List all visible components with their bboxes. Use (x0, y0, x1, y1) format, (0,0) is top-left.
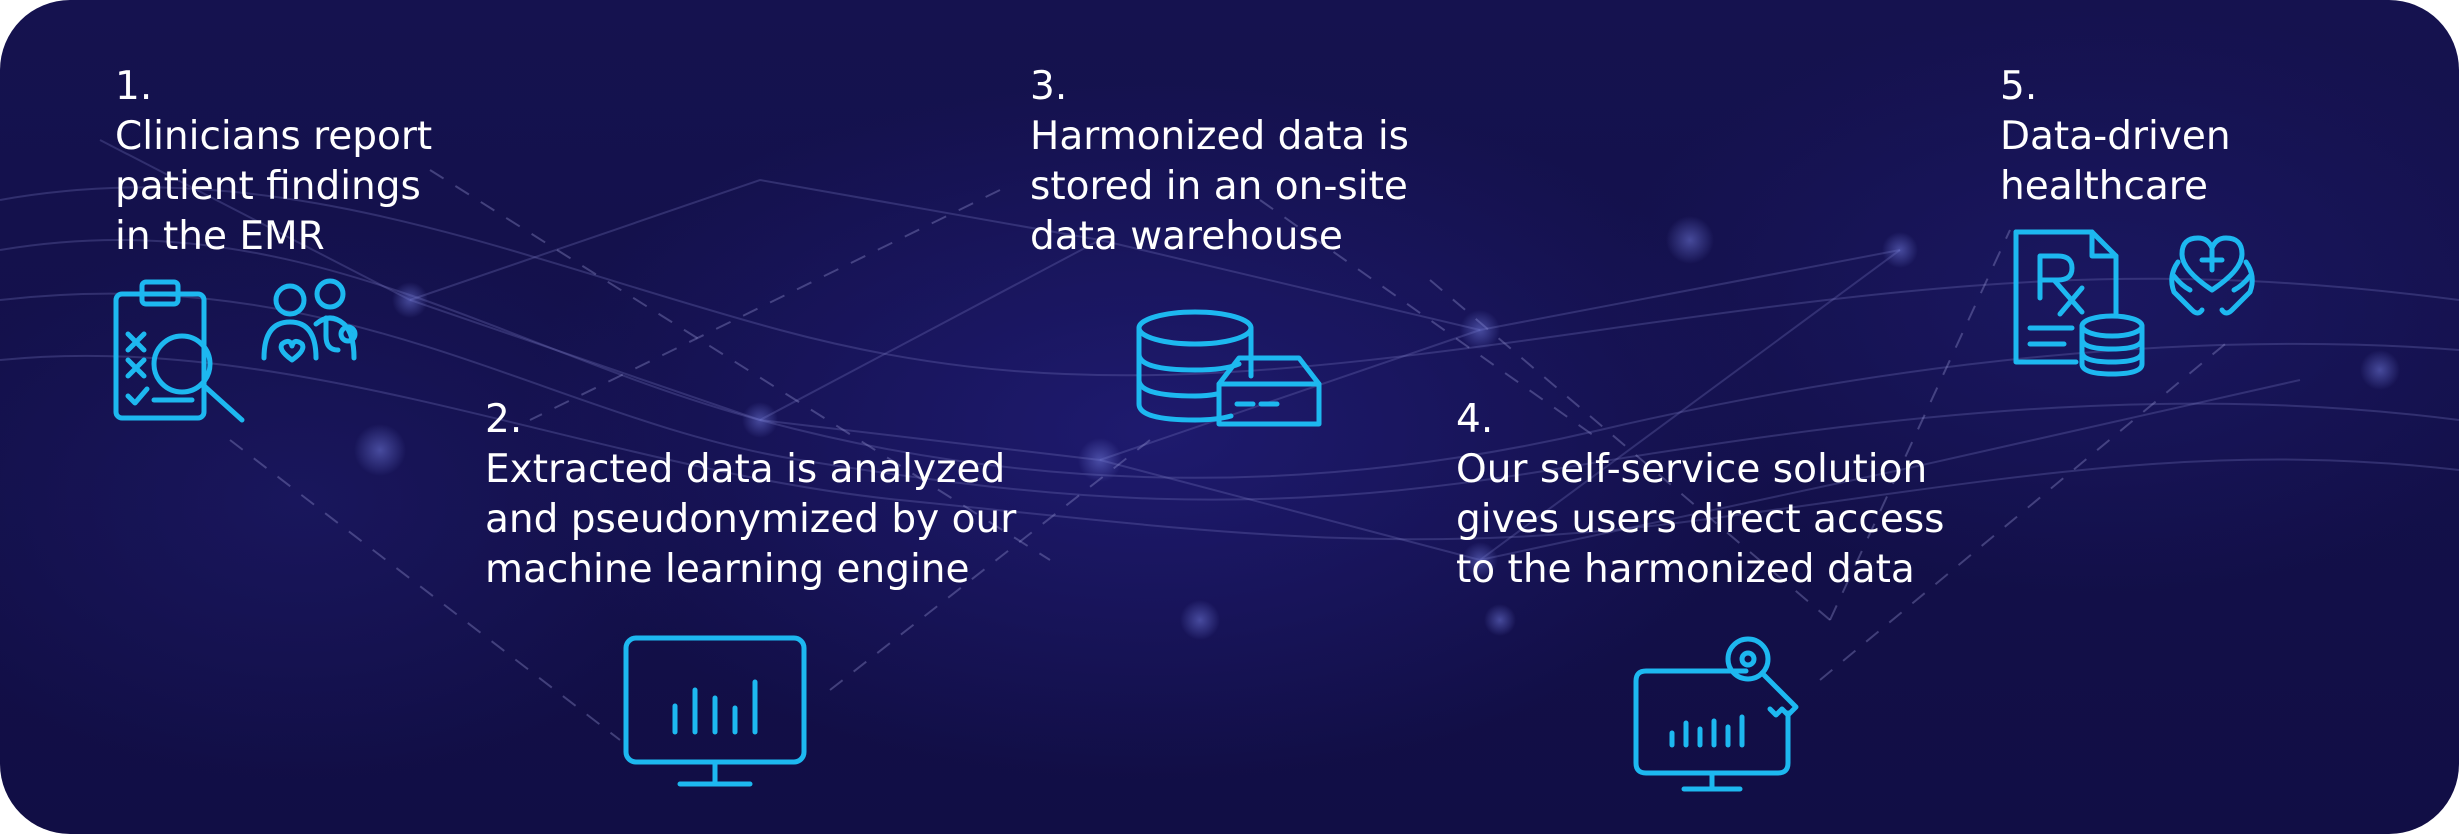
step-number: 5. (2000, 64, 2038, 109)
step-2: 2. Extracted data is analyzed and pseudo… (485, 395, 1016, 595)
step-4: 4. Our self-service solution gives users… (1456, 395, 1944, 595)
monitor-key-icon (1630, 635, 1810, 795)
monitor-chart-icon (620, 632, 810, 792)
step-number: 4. (1456, 397, 1494, 442)
step-number: 1. (115, 64, 153, 109)
step-text: Clinicians report patient findings in th… (115, 114, 433, 259)
step-5: 5. Data-driven healthcare (2000, 62, 2231, 212)
step-1: 1. Clinicians report patient findings in… (115, 62, 432, 262)
step-3: 3. Harmonized data is stored in an on-si… (1030, 62, 1409, 262)
step-text: Extracted data is analyzed and pseudonym… (485, 447, 1017, 592)
clipboard-magnifier-clinicians-icon (112, 278, 362, 438)
step-text: Data-driven healthcare (2000, 114, 2231, 209)
step-text: Harmonized data is stored in an on-site … (1030, 114, 1409, 259)
step-number: 2. (485, 397, 523, 442)
step-text: Our self-service solution gives users di… (1456, 447, 1945, 592)
database-server-icon (1135, 308, 1325, 428)
step-number: 3. (1030, 64, 1068, 109)
prescription-heart-hands-icon (2012, 228, 2262, 378)
